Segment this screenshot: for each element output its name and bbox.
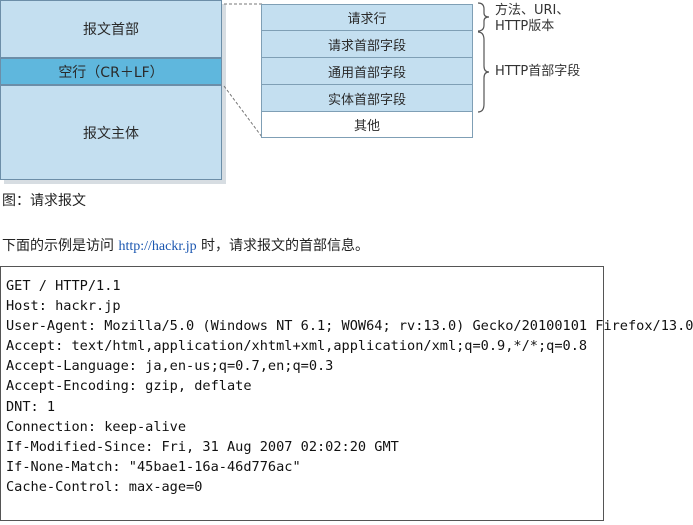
- intro-paragraph: 下面的示例是访问 http://hackr.jp 时，请求报文的首部信息。: [2, 235, 369, 255]
- blank-line-block: 空行（CR＋LF）: [0, 58, 222, 85]
- message-header-block: 报文首部: [0, 0, 222, 58]
- entity-header-fields-label: 实体首部字段: [327, 92, 406, 108]
- entity-header-fields-row: 实体首部字段: [261, 85, 473, 112]
- request-header-fields-label: 请求首部字段: [327, 38, 406, 54]
- figure-caption: 图：请求报文: [2, 193, 86, 209]
- request-line-row: 请求行: [261, 4, 473, 31]
- code-line: User-Agent: Mozilla/5.0 (Windows NT 6.1;…: [6, 318, 693, 335]
- general-header-fields-label: 通用首部字段: [327, 65, 406, 81]
- intro-text-before: 下面的示例是访问: [2, 238, 119, 254]
- code-line: Accept: text/html,application/xhtml+xml,…: [6, 338, 588, 355]
- blank-line-label: 空行（CR＋LF）: [58, 64, 164, 81]
- header-fields-brace-label: HTTP首部字段: [495, 64, 581, 79]
- code-line: Host: hackr.jp: [6, 298, 121, 315]
- intro-text-after: 时，请求报文的首部信息。: [196, 238, 370, 254]
- code-line: If-Modified-Since: Fri, 31 Aug 2007 02:0…: [6, 438, 399, 455]
- brace-label-line-1: 方法、URI、: [495, 3, 570, 18]
- brace-label-line-2: HTTP版本: [495, 19, 555, 34]
- connector-lines: [223, 3, 263, 138]
- request-header-fields-row: 请求首部字段: [261, 31, 473, 58]
- request-line-brace: [477, 2, 490, 32]
- general-header-fields-row: 通用首部字段: [261, 58, 473, 85]
- header-fields-brace: [477, 31, 490, 113]
- code-line: Cache-Control: max-age=0: [6, 478, 203, 495]
- hackr-link[interactable]: http://hackr.jp: [118, 239, 197, 254]
- code-line: GET / HTTP/1.1: [6, 278, 121, 294]
- code-line: If-None-Match: "45bae1-16a-46d776ac": [6, 458, 301, 475]
- other-row: 其他: [261, 112, 473, 138]
- code-line: Accept-Language: ja,en-us;q=0.7,en;q=0.3: [6, 358, 334, 375]
- code-line: Accept-Encoding: gzip, deflate: [6, 378, 252, 395]
- message-body-block: 报文主体: [0, 85, 222, 180]
- code-line: Connection: keep-alive: [6, 418, 187, 435]
- other-label: 其他: [353, 119, 380, 134]
- code-line: DNT: 1: [6, 398, 56, 415]
- message-body-label: 报文主体: [83, 125, 139, 142]
- connector-bottom-line: [223, 85, 263, 138]
- request-line-label: 请求行: [347, 12, 387, 27]
- request-line-brace-label: 方法、URI、 HTTP版本: [495, 3, 569, 35]
- message-header-label: 报文首部: [83, 22, 139, 38]
